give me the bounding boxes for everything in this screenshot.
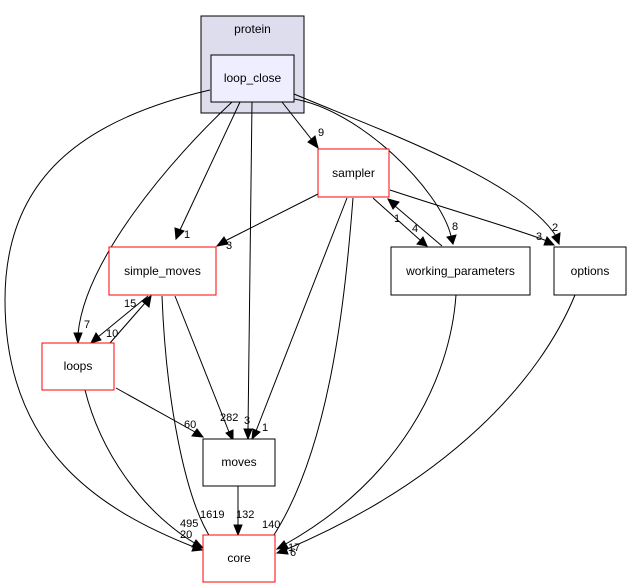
edge-sampler-moves[interactable]: 1 [251,197,348,441]
node-simple_moves[interactable]: simple_moves [108,246,217,296]
edge-label: 6 [290,547,296,559]
edge-label: 1 [184,229,190,241]
edge-label: 10 [106,328,118,340]
edge-label: 1 [262,422,268,434]
edge-loop_close-working_parameters[interactable]: 8 [293,98,458,245]
edge-loop_close-moves[interactable]: 3 [243,101,253,441]
edge-working_parameters-core[interactable]: 17 [275,294,457,554]
edge-label: 132 [236,509,254,521]
edge-label: 495 [180,518,198,530]
edge-label: 20 [180,529,192,541]
edge-sampler-options[interactable]: 3 [389,189,556,246]
node-label: core [227,551,251,565]
node-label: loop_close [224,71,282,85]
edge-label: 15 [124,298,136,310]
node-working_parameters[interactable]: working_parameters [390,246,531,296]
edge-label: 140 [262,519,280,531]
edge-sampler-working_parameters[interactable]: 4 [372,197,428,247]
cluster-label: protein [234,22,271,36]
edge-label: 7 [84,319,90,331]
edge-label: 3 [536,231,542,243]
node-label: simple_moves [124,264,201,278]
node-sampler[interactable]: sampler [317,148,390,198]
node-label: moves [221,455,256,469]
node-loops[interactable]: loops [41,342,115,391]
edge-label: 282 [220,412,238,424]
edge-label: 1 [394,213,400,225]
edge-loop_close-simple_moves[interactable]: 1 [174,101,241,241]
edge-working_parameters-sampler[interactable]: 1 [387,198,443,247]
edge-simple_moves-loops[interactable]: 10 [90,295,149,344]
edge-label: 2 [552,222,558,234]
edge-label: 1619 [200,509,224,521]
node-core[interactable]: core [202,534,276,583]
node-label: working_parameters [405,264,515,278]
edge-label: 3 [226,240,232,252]
edge-label: 8 [452,221,458,233]
edge-loop_close-core[interactable]: 20 [4,89,211,552]
edge-label: 3 [244,415,250,427]
edge-loop_close-sampler[interactable]: 9 [281,101,324,150]
node-moves[interactable]: moves [202,438,276,487]
edge-loop_close-loops[interactable]: 7 [73,101,233,345]
edge-loop_close-options[interactable]: 2 [293,93,561,246]
edge-moves-core[interactable]: 132 [233,486,254,537]
edge-sampler-core[interactable]: 140 [262,197,354,547]
node-label: options [571,264,610,278]
node-loop_close[interactable]: loop_close [210,54,295,103]
edge-loops-core[interactable]: 495 [84,389,205,549]
edge-label: 60 [184,419,196,431]
node-label: sampler [332,166,375,180]
edge-label: 9 [318,127,324,139]
edge-loops-simple_moves[interactable]: 15 [109,295,152,344]
edge-loops-moves[interactable]: 60 [115,387,205,438]
edge-options-core[interactable]: 6 [275,294,576,559]
node-label: loops [64,359,93,373]
edge-sampler-simple_moves[interactable]: 3 [215,193,319,252]
edge-label: 4 [412,223,418,235]
edges: 9 1 2 8 7 3 [4,89,576,559]
edge-simple_moves-moves[interactable]: 282 [174,295,238,442]
node-options[interactable]: options [553,246,627,296]
